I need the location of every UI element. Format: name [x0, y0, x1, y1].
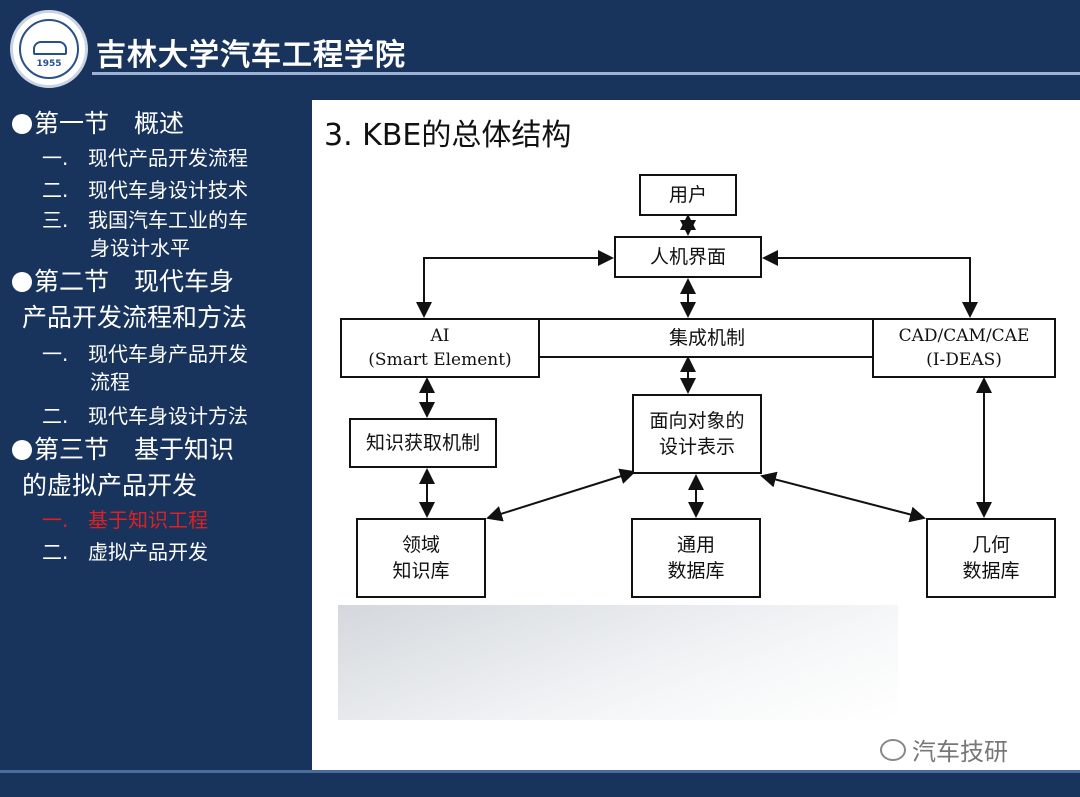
- university-logo: 1955: [10, 10, 88, 88]
- logo-year: 1955: [36, 59, 62, 69]
- arrow-hmi-cad: [762, 250, 978, 318]
- node-ai: AI(Smart Element): [340, 318, 540, 378]
- node-user: 用户: [639, 174, 737, 216]
- bullet-icon: [12, 114, 32, 134]
- section-2-item-1[interactable]: 一.现代车身产品开发: [42, 342, 248, 366]
- wechat-icon: [880, 738, 906, 761]
- section-3-heading[interactable]: 第三节 基于知识: [0, 432, 310, 468]
- section-3-heading-cont: 的虚拟产品开发: [22, 471, 198, 500]
- node-object-oriented: 面向对象的设计表示: [632, 394, 762, 474]
- header-divider: [92, 72, 1080, 75]
- section-3-item-2[interactable]: 二.虚拟产品开发: [42, 540, 208, 564]
- sidebar-outline: 第一节 概述 一.现代产品开发流程 二.现代车身设计技术 三.我国汽车工业的车 …: [0, 100, 310, 770]
- section-2-item-1-cont: 流程: [90, 370, 130, 394]
- node-knowledge-acquisition: 知识获取机制: [349, 418, 497, 468]
- bullet-icon: [12, 272, 32, 292]
- node-geometry-db: 几何数据库: [926, 518, 1056, 598]
- section-1-heading[interactable]: 第一节 概述: [0, 106, 310, 142]
- bullet-icon: [12, 440, 32, 460]
- node-integration: 集成机制: [538, 318, 876, 358]
- section-1-item-3-cont: 身设计水平: [90, 236, 190, 260]
- arrow-oo-geometry: [760, 471, 926, 523]
- arrow-hmi-ai: [416, 250, 614, 318]
- page-title: 3. KBE的总体结构: [324, 118, 572, 153]
- section-2-heading-cont: 产品开发流程和方法: [22, 303, 248, 332]
- content-panel: 3. KBE的总体结构 用户 人机界面: [312, 100, 1080, 770]
- section-1-item-1[interactable]: 一.现代产品开发流程: [42, 146, 248, 170]
- school-title: 吉林大学汽车工程学院: [96, 38, 406, 73]
- section-1-item-3[interactable]: 三.我国汽车工业的车: [42, 208, 248, 232]
- node-domain-kb: 领域知识库: [356, 518, 486, 598]
- section-1-item-2[interactable]: 二.现代车身设计技术: [42, 178, 248, 202]
- diagram-connectors: [416, 214, 992, 523]
- section-2-heading[interactable]: 第二节 现代车身: [0, 264, 310, 300]
- car-icon: [33, 41, 67, 55]
- section-3-item-1-active[interactable]: 一.基于知识工程: [42, 508, 208, 532]
- footer-bar: [0, 770, 1080, 797]
- node-cad: CAD/CAM/CAE(I-DEAS): [872, 318, 1056, 378]
- arrow-oo-domain: [486, 468, 636, 522]
- node-general-db: 通用数据库: [631, 518, 761, 598]
- section-2-item-2[interactable]: 二.现代车身设计方法: [42, 404, 248, 428]
- watermark: 汽车技研: [880, 732, 1008, 767]
- logo-ring-icon: [19, 19, 79, 79]
- background-photo: [338, 605, 898, 720]
- header: 1955 吉林大学汽车工程学院: [0, 0, 1080, 100]
- node-hmi: 人机界面: [614, 236, 762, 278]
